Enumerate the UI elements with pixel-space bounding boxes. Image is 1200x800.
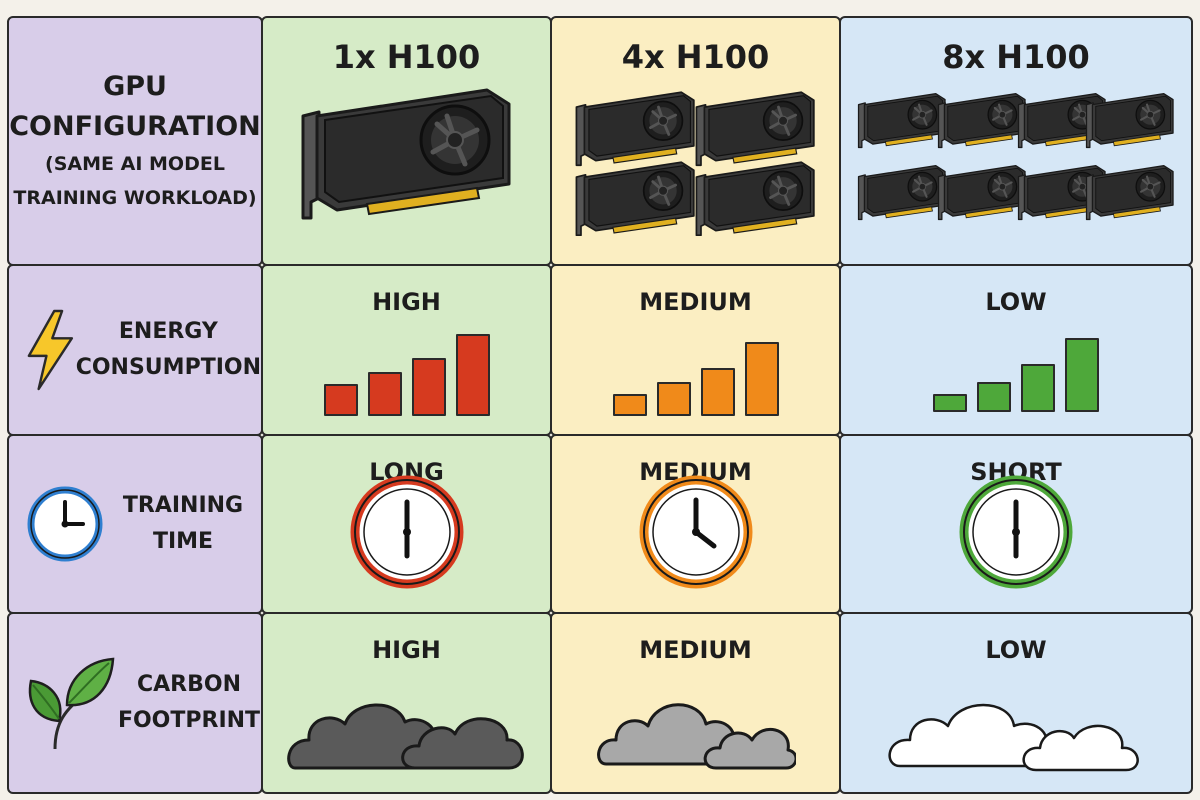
carbon-label-line2: FOOTPRINT	[117, 708, 261, 733]
time-cell-8x: SHORT	[839, 434, 1193, 614]
header-label-line1: GPU	[103, 71, 167, 102]
energy-cell-8x: LOW	[839, 264, 1193, 436]
time-label-line1: TRAINING	[122, 493, 244, 518]
energy-cell-4x: MEDIUM	[550, 264, 841, 436]
time-label-line2: TIME	[152, 529, 214, 554]
energy-bar	[977, 382, 1011, 412]
energy-level-1x: HIGH	[372, 288, 441, 316]
energy-bar	[1021, 364, 1055, 412]
lightning-icon	[27, 309, 74, 391]
energy-consumption-label: ENERGY CONSUMPTION	[7, 264, 263, 436]
energy-bar	[411, 358, 446, 416]
energy-bars-4x	[612, 342, 779, 416]
energy-bar	[323, 384, 358, 416]
column-title-8x: 8x H100	[942, 38, 1090, 76]
energy-bar	[455, 334, 490, 416]
carbon-footprint-label: CARBON FOOTPRINT	[7, 612, 263, 794]
energy-bar	[933, 394, 967, 412]
carbon-level-8x: LOW	[985, 636, 1047, 664]
energy-level-4x: MEDIUM	[639, 288, 752, 316]
column-header-8x: 8x H100	[839, 16, 1193, 266]
column-title-4x: 4x H100	[621, 38, 770, 76]
clock-icon	[349, 474, 465, 594]
time-cell-1x: LONG	[261, 434, 552, 614]
energy-bars-8x	[933, 338, 1099, 412]
gpu-stack-4-icon	[571, 86, 821, 240]
header-label-line4: TRAINING WORKLOAD)	[13, 187, 257, 209]
energy-bar	[744, 342, 779, 416]
energy-level-8x: LOW	[985, 288, 1047, 316]
energy-bar	[1065, 338, 1099, 412]
carbon-level-4x: MEDIUM	[639, 636, 752, 664]
gpu-card-icon	[297, 86, 517, 230]
energy-bar	[656, 382, 691, 416]
energy-label-line1: ENERGY	[118, 319, 218, 344]
column-header-1x: 1x H100	[261, 16, 552, 266]
carbon-level-1x: HIGH	[372, 636, 441, 664]
clock-icon	[638, 474, 754, 594]
comparison-table: GPU CONFIGURATION (SAME AI MODEL TRAININ…	[7, 16, 1193, 794]
energy-label-line2: CONSUMPTION	[75, 355, 261, 380]
energy-cell-1x: HIGH	[261, 264, 552, 436]
cloud-icon	[886, 680, 1146, 780]
header-label-line2: CONFIGURATION	[9, 111, 261, 142]
energy-bar	[700, 368, 735, 416]
energy-bars-1x	[323, 334, 490, 416]
column-header-4x: 4x H100	[550, 16, 841, 266]
carbon-cell-8x: LOW	[839, 612, 1193, 794]
leaf-icon	[28, 657, 115, 750]
carbon-cell-4x: MEDIUM	[550, 612, 841, 794]
training-time-label: TRAINING TIME	[7, 434, 263, 614]
energy-bar	[367, 372, 402, 416]
time-cell-4x: MEDIUM	[550, 434, 841, 614]
gpu-configuration-header: GPU CONFIGURATION (SAME AI MODEL TRAININ…	[7, 16, 263, 266]
cloud-icon	[286, 676, 527, 780]
clock-icon	[27, 486, 103, 562]
gpu-stack-8-icon	[856, 86, 1176, 240]
carbon-cell-1x: HIGH	[261, 612, 552, 794]
clock-icon	[958, 474, 1074, 594]
column-title-1x: 1x H100	[332, 38, 481, 76]
energy-bar	[612, 394, 647, 416]
carbon-label-line1: CARBON	[137, 672, 241, 697]
cloud-icon	[596, 680, 797, 780]
header-label-line3: (SAME AI MODEL	[45, 153, 225, 175]
